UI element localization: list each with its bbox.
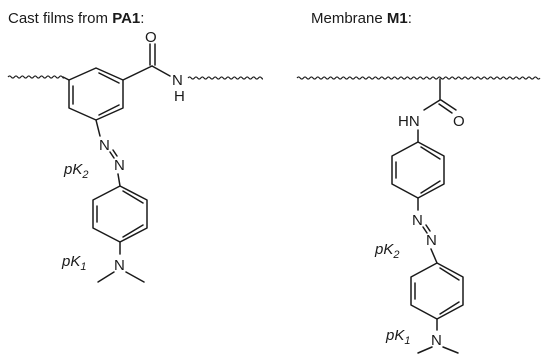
polymer-chain-wavy-left-a <box>7 75 64 79</box>
bond-azo-ring-right <box>430 248 438 264</box>
benzene-ring-top-left <box>68 67 124 121</box>
label-pk2-left: pK2 <box>63 161 88 181</box>
structure-m1: HN O N N pK2 N pK1 <box>296 76 541 354</box>
bond-azo-double-right-a <box>422 226 428 234</box>
structure-pa1: O N H N N pK2 N pK1 <box>7 29 264 283</box>
heading-m1-prefix: Membrane <box>311 10 387 27</box>
bond-carbonyl-double-b <box>438 103 453 114</box>
atom-amine-n: N <box>114 257 125 274</box>
bond-azo-double-b <box>112 149 118 157</box>
bond-ring-azo <box>95 119 101 137</box>
bond-methyl-left-a <box>97 271 115 283</box>
bond-ring-carbonyl <box>122 65 153 81</box>
bond-azo-double-a <box>109 151 115 159</box>
atom-amide-h: H <box>174 88 185 105</box>
heading-pa1-bold: PA1 <box>112 10 141 27</box>
bond-carbonyl-nh <box>423 99 441 111</box>
bond-ring-chain-left <box>62 76 70 81</box>
heading-pa1-suffix: : <box>140 10 145 27</box>
atom-carbonyl-o: O <box>145 29 157 46</box>
benzene-ring-bottom-left <box>92 185 148 243</box>
atom-azo-n2-right: N <box>426 232 437 249</box>
atom-amide-n: N <box>172 72 183 89</box>
heading-m1: Membrane M1: <box>311 10 412 27</box>
membrane-wavy-line <box>296 76 541 80</box>
atom-carbonyl-o-right: O <box>453 113 465 130</box>
bond-carbonyl-double-a <box>440 99 457 111</box>
atom-azo-n1-right: N <box>412 212 423 229</box>
label-pk1-left: pK1 <box>61 253 86 273</box>
bond-carbonyl-n <box>151 65 171 77</box>
bond-methyl-right-b <box>442 346 459 354</box>
heading-pa1-prefix: Cast films from <box>8 10 113 27</box>
benzene-ring-bottom-right <box>410 262 464 320</box>
atom-azo-n2: N <box>114 157 125 174</box>
atom-amide-hn: HN <box>398 113 420 130</box>
bond-methyl-left-b <box>125 271 145 283</box>
atom-azo-n1: N <box>99 137 110 154</box>
heading-m1-suffix: : <box>407 10 412 27</box>
heading-pa1: Cast films from PA1: <box>8 10 144 27</box>
heading-m1-bold: M1 <box>386 10 408 27</box>
benzene-ring-top-right <box>391 141 445 199</box>
bond-methyl-right-a <box>417 346 433 354</box>
bond-azo-ring <box>117 173 121 187</box>
label-pk1-right: pK1 <box>385 327 410 347</box>
bond-azo-double-right-b <box>425 224 431 232</box>
label-pk2-right: pK2 <box>374 241 399 261</box>
polymer-chain-wavy-left-b <box>187 76 264 80</box>
atom-amine-n-right: N <box>431 332 442 349</box>
